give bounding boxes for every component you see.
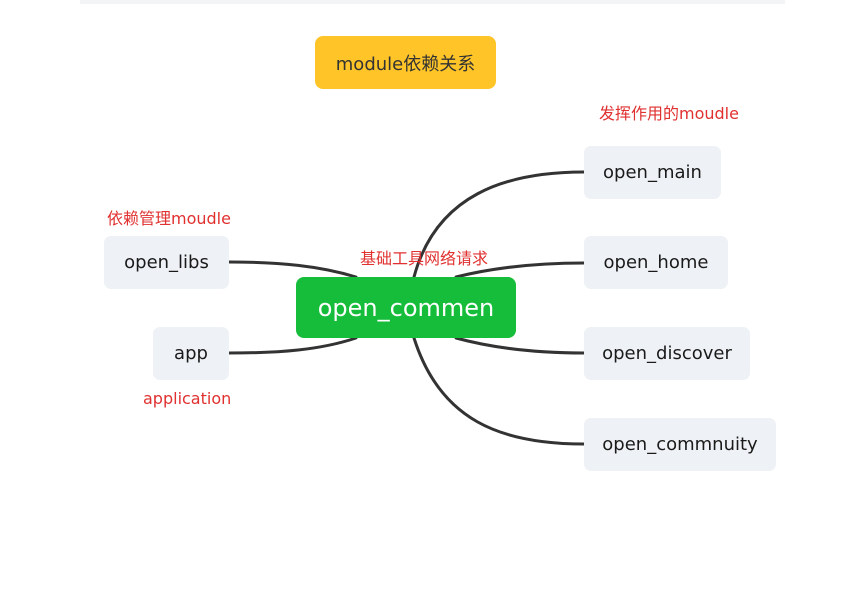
node-open-libs[interactable]: open_libs — [104, 236, 229, 289]
center-note: 基础工具网络请求 — [360, 249, 489, 268]
center-node-open-commen[interactable]: open_commen — [296, 277, 516, 338]
diagram-title-node[interactable]: module依赖关系 — [315, 36, 496, 89]
top-divider — [80, 0, 785, 4]
node-open-discover[interactable]: open_discover — [584, 327, 750, 380]
node-open-commnuity[interactable]: open_commnuity — [584, 418, 776, 471]
right-group-note: 发挥作用的moudle — [599, 104, 739, 123]
node-app[interactable]: app — [153, 327, 229, 380]
node-open-main[interactable]: open_main — [584, 146, 721, 199]
open-libs-note: 依赖管理moudle — [107, 209, 231, 228]
link-app — [227, 336, 358, 355]
link-open-home — [454, 261, 586, 279]
app-note: application — [143, 389, 232, 408]
link-open-discover — [454, 336, 586, 355]
link-open-main — [412, 170, 586, 279]
link-open-libs — [227, 260, 358, 279]
link-open-commnuity — [412, 336, 586, 446]
node-open-home[interactable]: open_home — [584, 236, 728, 289]
